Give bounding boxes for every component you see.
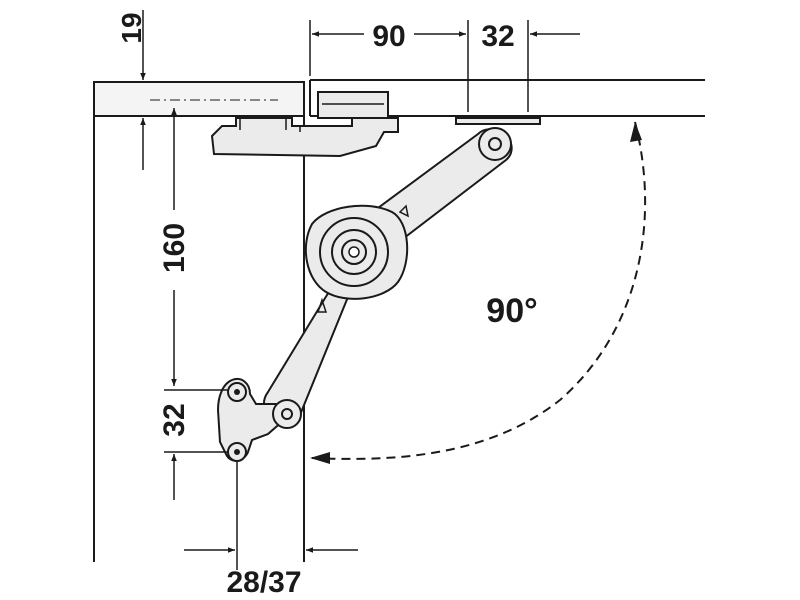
dim-32-top-label: 32	[481, 20, 514, 53]
mounting-bracket	[210, 117, 399, 158]
bracket-detail	[239, 118, 301, 132]
screw-hole-bottom-center	[234, 449, 240, 455]
dim-160-label: 160	[158, 223, 191, 273]
arc-arrow-bottom	[310, 452, 330, 464]
lower-arm-mark	[316, 297, 328, 313]
hinge-cup	[317, 91, 389, 119]
screw-hole-top-center	[234, 389, 240, 395]
opening-arc	[311, 121, 647, 460]
lower-pivot-pin	[281, 408, 293, 420]
arm-arrow-mark	[398, 204, 410, 218]
adjust-screw-center	[348, 246, 360, 258]
dim-32-left-label: 32	[158, 403, 191, 436]
arc-arrow-top	[630, 122, 642, 142]
dim-19-label: 19	[116, 12, 147, 43]
dim-90-label: 90	[372, 20, 405, 53]
lid-plate	[455, 117, 541, 125]
cabinet-top-panel	[93, 81, 305, 117]
dim-28-37-label: 28/37	[226, 566, 301, 599]
upper-pivot-pin	[488, 137, 502, 151]
angle-label: 90°	[486, 292, 537, 330]
